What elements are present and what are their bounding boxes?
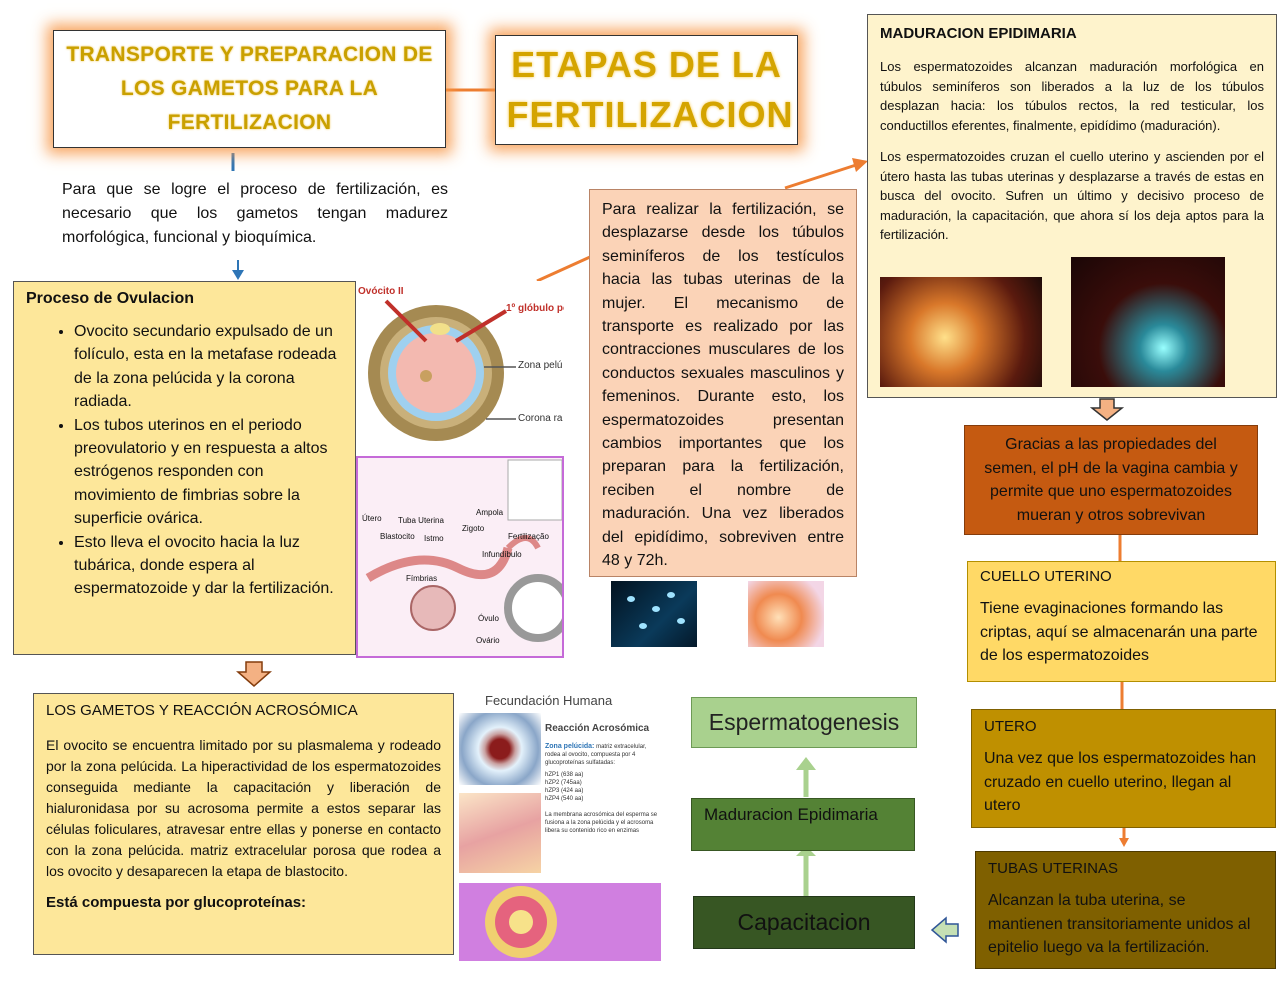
tube-label: Istmo [424,534,444,543]
tube-label: Útero [362,514,382,523]
fecundacion-image-1 [459,713,541,785]
tubas-box: TUBAS UTERINAS Alcanzan la tuba uterina,… [975,851,1276,969]
fecundacion-zona-label: Zona pelúcida: [545,743,595,750]
tube-label: Infundíbulo [482,550,522,559]
transport-title: TRANSPORTE Y PREPARACION DE LOS GAMETOS … [66,43,433,134]
maduracion-epidimaria-box: Maduracion Epidimaria [691,798,915,851]
tube-label: Óvulo [478,614,499,623]
maduracion-image-1 [880,277,1042,387]
utero-text: Una vez que los espermatozoides han cruz… [984,750,1257,814]
ovulation-box: Proceso de Ovulacion Ovocito secundario … [13,281,356,655]
maduracion-down-block-arrow [1089,398,1125,421]
fecundacion-zona-block: Zona pelúcida: matriz extracelular, rode… [545,743,659,835]
intro-arrow-head [232,270,244,280]
tube-illustration [365,459,562,642]
mad-to-esp-arrow-head [796,757,816,770]
espermatogenesis-label: Espermatogenesis [708,709,900,735]
tube-label: Zigoto [462,524,485,533]
ovum-image [748,581,824,647]
ovocito-label-zona: Zona pelú [518,360,563,371]
ovocito-label-title: Ovócito II [358,286,404,297]
cuello-box: CUELLO UTERINO Tiene evaginaciones forma… [967,561,1276,682]
fecundacion-egg-illustration [485,886,557,958]
fecundacion-zp-item: hZP2 (745aa) [545,780,582,786]
fecundacion-zp-item: hZP4 (540 aa) [545,796,584,802]
main-title-box: ETAPAS DE LA FERTILIZACION [495,35,798,145]
gametos-title: LOS GAMETOS Y REACCIÓN ACROSÓMICA [46,702,358,719]
fecundacion-figure: Fecundación Humana Reacción Acrosómica Z… [459,693,661,961]
ovocito-label-corona: Corona ra [518,413,563,424]
transport-text: Para realizar la fertilización, se despl… [602,201,844,570]
ovulation-item: Los tubos uterinos en el periodo preovul… [74,414,343,531]
capacitacion-label: Capacitacion [737,909,871,935]
utero-title: UTERO [984,718,1037,735]
ovulation-down-block-arrow [236,661,272,687]
transport-to-maduracion-line [784,163,857,190]
tube-figure: Útero Tuba Uterina Blastocito Istmo Ampo… [356,456,564,658]
transport-box: Para realizar la fertilización, se despl… [589,189,857,577]
sperm-image [611,581,697,647]
cap-to-mad-arrow-head [796,846,816,856]
tubas-text: Alcanzan la tuba uterina, se mantienen t… [988,892,1251,956]
fecundacion-header: Fecundación Humana [485,693,613,708]
tube-label: Fímbrias [406,574,438,583]
tube-label: Ampola [476,508,504,517]
main-title: ETAPAS DE LA FERTILIZACION [506,44,794,135]
transport-title-box: TRANSPORTE Y PREPARACION DE LOS GAMETOS … [53,30,446,148]
utero-box: UTERO Una vez que los espermatozoides ha… [971,709,1276,828]
gametos-bold-line: Está compuesta por glucoproteínas: [46,894,307,911]
ovulation-list: Ovocito secundario expulsado de un folíc… [26,320,343,601]
gametos-box: LOS GAMETOS Y REACCIÓN ACROSÓMICA El ovo… [33,693,454,955]
ovocito-label-globulo: 1º glóbulo po [506,303,564,314]
ovocito-illustration [368,299,516,441]
sperm-illustration [627,592,685,629]
ovocito-figure: Ovócito II 1º glóbulo po Zona pelú Coron… [356,281,564,453]
tubas-title: TUBAS UTERINAS [988,860,1119,877]
ovulation-title: Proceso de Ovulacion [26,290,195,307]
maduracion-box: MADURACION EPIDIMARIA Los espermatozoide… [867,14,1277,398]
figure-to-transport-line [536,255,591,283]
maduracion-paragraph-1: Los espermatozoides alcanzan maduración … [880,59,1264,133]
fecundacion-zp-item: hZP1 (638 aa) [545,772,584,778]
ovulation-item: Ovocito secundario expulsado de un folíc… [74,320,343,414]
fecundacion-image-3 [459,883,661,961]
transport-arrow-head [852,158,868,172]
tube-label: Ovário [476,636,500,645]
fecundacion-membrana-text: La membrana acrosómica del esperma se fu… [545,812,658,834]
semen-box: Gracias a las propiedades del semen, el … [964,425,1258,535]
ovulation-item: Esto lleva el ovocito hacia la luz tubár… [74,531,343,601]
tube-label: Fertilização [508,532,549,541]
fecundacion-zp-item: hZP3 (424 aa) [545,788,584,794]
capacitacion-box: Capacitacion [693,896,915,949]
semen-text: Gracias a las propiedades del semen, el … [984,436,1238,524]
cuello-text: Tiene evaginaciones formando las criptas… [980,600,1258,664]
maduracion-title: MADURACION EPIDIMARIA [880,25,1077,42]
fecundacion-image-2 [459,793,541,873]
cuello-title: CUELLO UTERINO [980,568,1112,585]
tube-label: Tuba Uterina [398,516,444,525]
intro-paragraph: Para que se logre el proceso de fertiliz… [62,181,448,246]
maduracion-paragraph-2: Los espermatozoides cruzan el cuello ute… [880,149,1264,242]
gametos-text: El ovocito se encuentra limitado por su … [46,737,441,879]
maduracion-epidimaria-label: Maduracion Epidimaria [704,805,878,824]
maduracion-image-2 [1071,257,1225,387]
tubas-left-block-arrow [930,916,959,944]
utero-tubas-head [1119,838,1129,847]
fecundacion-zona-desc: matriz extracelular, rodea al ovocito, c… [545,744,647,766]
tube-label: Blastocito [380,532,415,541]
fecundacion-subtitle: Reacción Acrosómica [545,723,650,734]
espermatogenesis-box: Espermatogenesis [691,697,917,748]
